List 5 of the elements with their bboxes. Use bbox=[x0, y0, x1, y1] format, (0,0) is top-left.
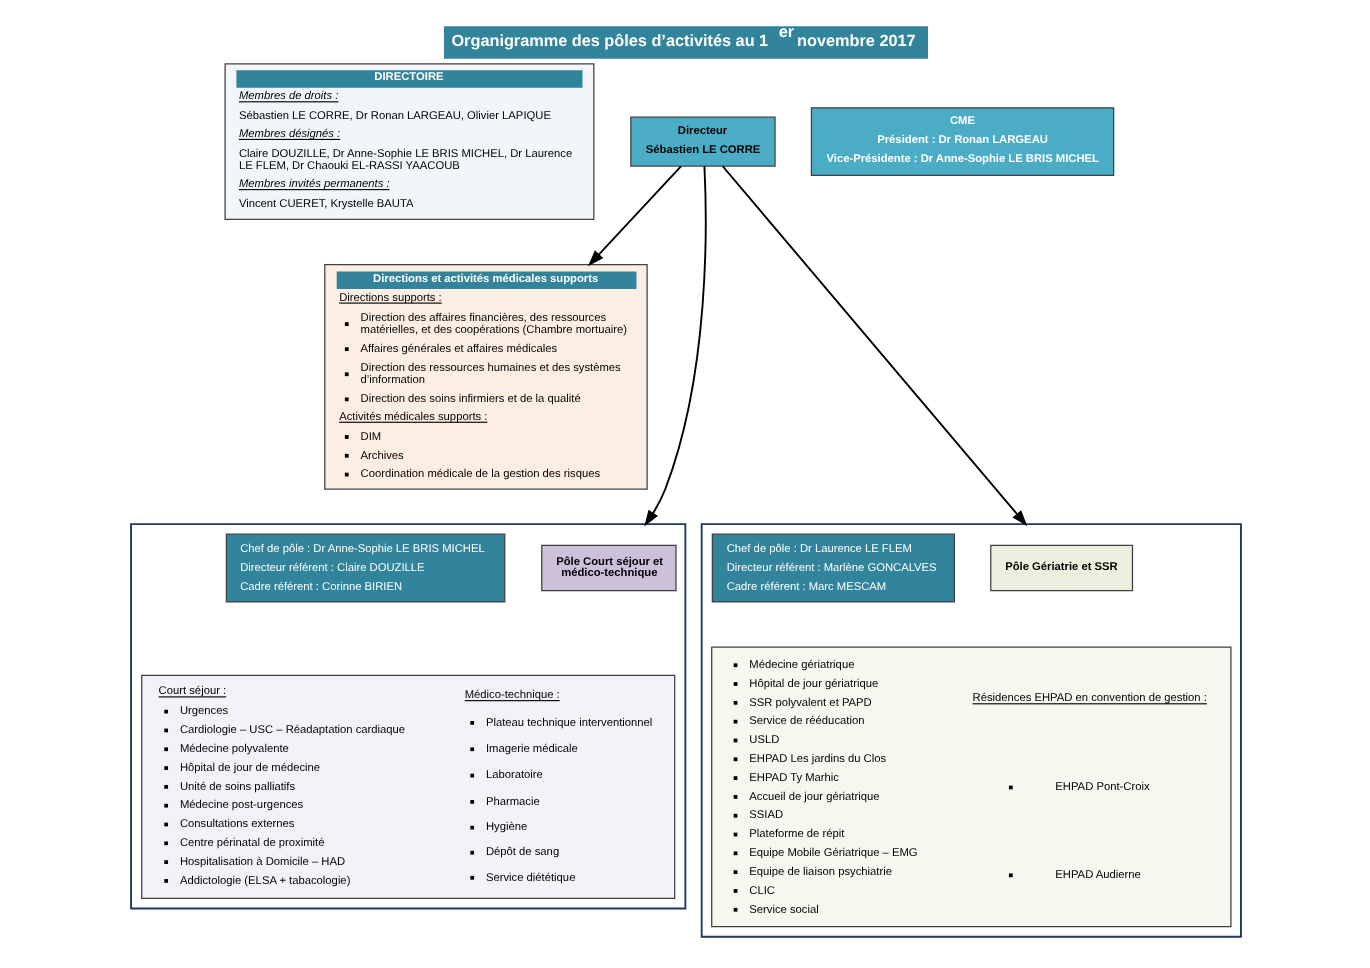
cluster bbox=[699, 523, 1241, 938]
arrow bbox=[643, 165, 706, 527]
arrow bbox=[586, 165, 681, 267]
arrow bbox=[720, 165, 1027, 527]
cluster bbox=[129, 523, 686, 910]
